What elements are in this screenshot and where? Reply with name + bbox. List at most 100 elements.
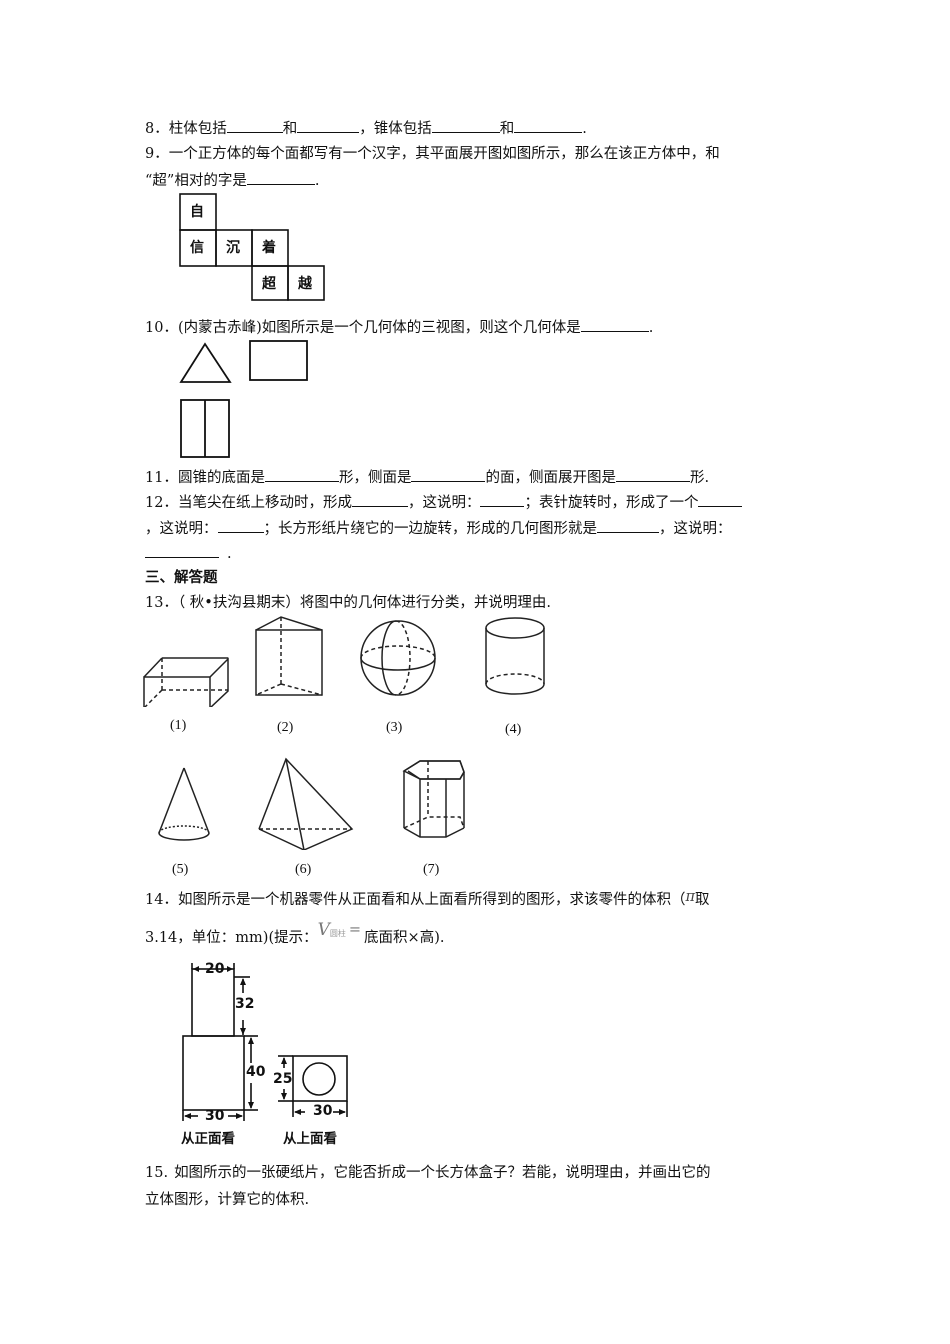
answer-blank[interactable] xyxy=(297,118,360,133)
three-views-figure xyxy=(179,340,308,458)
question-12-line-2: ，这说明： ；长方形纸片绕它的一边旋转，形成的几何图形就是 ，这说明： xyxy=(145,518,732,539)
text: . xyxy=(648,320,654,336)
question-10: 10．(内蒙古赤峰)如图所示是一个几何体的三视图，则这个几何体是. xyxy=(145,317,653,338)
answer-blank[interactable] xyxy=(217,518,264,533)
cone-figure xyxy=(158,767,210,841)
answer-blank[interactable] xyxy=(597,518,659,533)
text: . xyxy=(582,121,587,137)
question-number: 11． xyxy=(145,470,178,486)
pyramid-figure xyxy=(258,757,354,850)
text: ，这说明： xyxy=(407,495,481,511)
text: ；表针旋转时，形成了一个 xyxy=(524,495,699,511)
sphere-figure xyxy=(360,620,436,696)
question-11: 11．圆锥的底面是 形，侧面是 的面，侧面展开图是 形. xyxy=(145,467,709,488)
formula-equals: = xyxy=(348,922,362,938)
machine-part-figure xyxy=(182,963,348,1121)
hexagonal-prism-figure xyxy=(402,760,465,838)
figure-label-6: (6) xyxy=(295,862,312,877)
text: ；长方形纸片绕它的一边旋转，形成的几何图形就是 xyxy=(263,521,598,537)
text: ，这说明： xyxy=(659,521,732,537)
answer-blank[interactable] xyxy=(480,492,525,507)
question-9-line-2: “超”相对的字是. xyxy=(145,170,319,191)
question-number: 15. xyxy=(145,1165,169,1181)
text: 柱体包括 xyxy=(168,121,227,137)
top-view-square xyxy=(292,1055,348,1102)
question-number: 13． xyxy=(145,595,178,611)
dimension-32: 32 xyxy=(235,996,255,1012)
front-bottom-block xyxy=(182,1035,245,1111)
net-cell-chen: 沉 xyxy=(226,240,240,256)
text: （ 秋•扶沟县期末）将图中的几何体进行分类，并说明理由. xyxy=(177,595,551,611)
figure-label-3: (3) xyxy=(386,720,403,735)
top-view-circle xyxy=(302,1062,336,1096)
answer-blank[interactable] xyxy=(431,118,500,133)
text: . xyxy=(227,546,232,562)
question-9-line-1: 9．一个正方体的每个面都写有一个汉字，其平面展开图如图所示，那么在该正方体中，和 xyxy=(145,144,720,164)
cube-net-figure xyxy=(179,193,325,301)
net-cell-chao: 超 xyxy=(262,276,276,292)
net-cell-zi: 自 xyxy=(190,204,204,220)
question-12-line-3: . xyxy=(145,543,232,564)
text: ，这说明： xyxy=(145,521,218,537)
question-14-line-1: 14．如图所示是一个机器零件从正面看和从上面看所得到的图形，求该零件的体积（π取 xyxy=(145,889,710,910)
answer-blank[interactable] xyxy=(411,467,486,482)
text: 如图所示的一张硬纸片，它能否折成一个长方体盒子？若能，说明理由，并画出它的 xyxy=(174,1165,711,1181)
text: 取 xyxy=(694,892,710,908)
text: ，锥体包括 xyxy=(359,121,432,137)
question-number: 9． xyxy=(145,146,169,162)
answer-blank[interactable] xyxy=(514,118,583,133)
figure-label-7: (7) xyxy=(423,862,440,877)
pi-symbol: π xyxy=(685,889,695,905)
answer-blank[interactable] xyxy=(145,543,219,558)
dimension-30-front: 30 xyxy=(205,1108,225,1124)
question-14-line-2: 3.14，单位：mm)(提示：V圆柱=底面积×高). xyxy=(145,920,444,950)
question-number: 10． xyxy=(145,320,178,336)
answer-blank[interactable] xyxy=(226,118,283,133)
triangle-view xyxy=(179,342,232,383)
rectangle-view xyxy=(249,340,308,381)
net-cell-zhuo: 着 xyxy=(262,240,276,256)
text: 和 xyxy=(282,121,298,137)
net-cell-yue: 越 xyxy=(298,276,312,292)
text: 圆锥的底面是 xyxy=(177,470,265,486)
answer-blank[interactable] xyxy=(615,467,690,482)
text: 如图所示是一个机器零件从正面看和从上面看所得到的图形，求该零件的体积（ xyxy=(177,892,686,908)
text: 的面，侧面展开图是 xyxy=(485,470,616,486)
figure-label-1: (1) xyxy=(170,718,187,733)
question-number: 8． xyxy=(145,121,169,137)
formula-subscript: 圆柱 xyxy=(329,929,346,938)
dimension-30-top: 30 xyxy=(313,1103,333,1119)
answer-blank[interactable] xyxy=(264,467,339,482)
figure-label-5: (5) xyxy=(172,862,189,877)
cylinder-figure xyxy=(485,617,545,695)
text: (内蒙古赤峰)如图所示是一个几何体的三视图，则这个几何体是 xyxy=(177,320,581,336)
answer-blank[interactable] xyxy=(351,492,408,507)
text: 形. xyxy=(689,470,710,486)
solids-row-1 xyxy=(143,616,545,707)
answer-blank[interactable] xyxy=(580,317,649,332)
figure-label-2: (2) xyxy=(277,720,294,735)
dimension-40: 40 xyxy=(246,1064,266,1080)
question-number: 14． xyxy=(145,892,178,908)
section-heading: 三、解答题 xyxy=(145,570,218,586)
dimension-25: 25 xyxy=(273,1071,293,1087)
text: 形，侧面是 xyxy=(338,470,412,486)
text: 立体图形，计算它的体积. xyxy=(145,1192,310,1208)
front-view-caption: 从正面看 xyxy=(181,1131,235,1147)
question-13: 13．（ 秋•扶沟县期末）将图中的几何体进行分类，并说明理由. xyxy=(145,593,551,613)
formula-v: V xyxy=(317,920,330,940)
text: . xyxy=(314,173,320,189)
dimension-20: 20 xyxy=(205,961,225,977)
question-number: 12． xyxy=(145,495,178,511)
text: “超”相对的字是 xyxy=(145,173,247,189)
text: 当笔尖在纸上移动时，形成 xyxy=(177,495,352,511)
solids-row-2 xyxy=(158,757,465,850)
question-12-line-1: 12．当笔尖在纸上移动时，形成 ，这说明： ；表针旋转时，形成了一个 xyxy=(145,492,743,513)
answer-blank[interactable] xyxy=(698,492,743,507)
net-cell-xin: 信 xyxy=(190,240,204,256)
text: 一个正方体的每个面都写有一个汉字，其平面展开图如图所示，那么在该正方体中，和 xyxy=(168,146,720,162)
figure-label-4: (4) xyxy=(505,722,522,737)
question-15-line-2: 立体图形，计算它的体积. xyxy=(145,1190,309,1210)
text: 和 xyxy=(499,121,515,137)
answer-blank[interactable] xyxy=(246,170,315,185)
